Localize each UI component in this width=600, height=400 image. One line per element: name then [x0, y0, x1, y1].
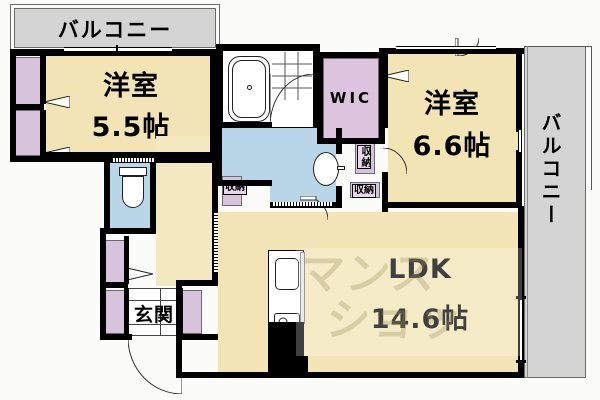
bedroom-right-floor — [388, 54, 520, 206]
wall-toilet-left — [104, 160, 110, 234]
balcony-right-rail — [527, 46, 528, 378]
bedroom-right-entry-arrow — [383, 70, 409, 82]
wall-bedroom-right-top — [379, 48, 524, 54]
wall-bedroom-left-right — [210, 49, 216, 158]
washroom-sliding-door[interactable] — [272, 202, 332, 206]
genkan-center-line — [160, 288, 161, 336]
window-bedroom-left-mullion — [116, 45, 118, 54]
storage-right-upper-label: 収納 — [357, 145, 371, 169]
wall-left-outer — [10, 49, 16, 162]
bedroom-left-name: 洋室 — [103, 71, 159, 102]
balcony-right-outer-step — [524, 46, 592, 190]
window-ldk-balcony — [519, 300, 523, 362]
wall-bedroom-right-left-lower — [382, 172, 388, 212]
window-bedroom-left — [64, 47, 172, 52]
wall-bedroom-left-bottom — [46, 152, 216, 158]
window-ldk-mullion — [516, 296, 526, 299]
ldk-door-icon[interactable] — [300, 196, 328, 220]
storage-right-lower-label: 収納 — [352, 184, 376, 198]
ldk-name: LDK — [388, 254, 452, 285]
wall-top-left-outer — [14, 49, 216, 56]
wall-toilet-bottom — [104, 228, 156, 234]
wall-toilet-top — [104, 157, 212, 163]
wall-ldk-right — [518, 206, 524, 378]
wall-hall-bottom — [100, 334, 132, 340]
closet-hallway-arrow — [127, 268, 153, 280]
wall-hall-bottom-right — [178, 334, 218, 340]
wall-closet-front-lower — [40, 110, 46, 156]
wall-toilet-right — [150, 163, 156, 229]
balcony-right — [524, 46, 586, 378]
toilet-window — [112, 158, 154, 162]
washbasin-faucet-icon — [337, 166, 345, 170]
washbasin-icon — [313, 152, 339, 186]
hallway-floor — [156, 158, 218, 286]
closet-door-arrow-upper — [44, 96, 70, 108]
bathtub-drain-icon — [247, 85, 252, 90]
front-door-icon[interactable] — [128, 338, 182, 394]
wall-bedroom-right-left — [382, 48, 388, 128]
bedroom-right-name: 洋室 — [424, 89, 480, 120]
wall-bath-bottom — [216, 122, 272, 128]
wall-wic-top — [317, 52, 385, 58]
ldk-area: 14.6帖 — [370, 304, 470, 335]
genkan-step-line — [128, 300, 180, 301]
washroom-floor-ext — [270, 184, 336, 206]
wic-floor — [323, 58, 379, 140]
bathtub-inner-icon — [232, 60, 266, 118]
balcony-top-label: バルコニー — [57, 18, 173, 42]
wall-washroom-bottom-left — [216, 180, 272, 186]
kitchen-side-panel — [300, 252, 305, 324]
shoe-closet-right — [180, 290, 202, 334]
toilet-tank-icon — [119, 167, 147, 176]
shower-icon — [272, 52, 312, 100]
wall-bath-top — [216, 44, 320, 50]
balcony-right-label: バルコニー — [538, 112, 562, 227]
wall-hall-upper-closet-front — [124, 236, 129, 284]
wall-left-bedroom-bottom — [10, 156, 118, 162]
storage-door-arrow-right — [383, 148, 407, 174]
genkan-label: 玄関 — [133, 304, 174, 326]
wall-washroom-right — [336, 128, 342, 154]
wall-closet-front-upper — [40, 56, 46, 104]
closet-bedroom-left-lower — [14, 110, 42, 156]
genkan-step-line-2 — [128, 324, 180, 325]
kitchen-sink-icon — [275, 258, 299, 290]
wall-ldk-kitchen-base-bottom — [268, 356, 308, 372]
wall-ldk-step — [176, 280, 218, 286]
wall-washroom-left — [216, 128, 222, 186]
wall-shoe-closet-front-left — [124, 288, 129, 336]
wall-wic-bottom — [317, 138, 385, 144]
window-bedroom-right-top — [396, 46, 496, 50]
hall-ldk-sliding-door[interactable] — [214, 212, 218, 272]
bedroom-right-area: 6.6帖 — [412, 131, 492, 162]
wall-bedroom-right-bottom — [382, 202, 520, 208]
toilet-icon — [122, 176, 144, 208]
wall-ldk-kitchen-base — [268, 322, 304, 362]
wall-ldk-left-mid — [176, 280, 182, 378]
closet-bedroom-left-upper — [14, 57, 42, 105]
wall-washroom-right-lower — [336, 186, 342, 208]
balcony-top — [14, 8, 216, 48]
wall-bath-left — [216, 44, 222, 128]
window-bedroom-right — [518, 130, 522, 152]
wall-bedroom-right-right — [516, 48, 522, 132]
bathroom-door-icon[interactable] — [270, 74, 314, 126]
wic-label: WIC — [329, 89, 373, 107]
wall-hall-closet-divider — [100, 282, 128, 288]
wall-ldk-bottom — [176, 372, 524, 378]
wall-wic-left — [317, 52, 323, 144]
wall-bedroom-right-right-lower — [516, 150, 522, 208]
wall-closet-divider — [14, 104, 44, 110]
window-ldk-mullion-2 — [516, 360, 526, 363]
